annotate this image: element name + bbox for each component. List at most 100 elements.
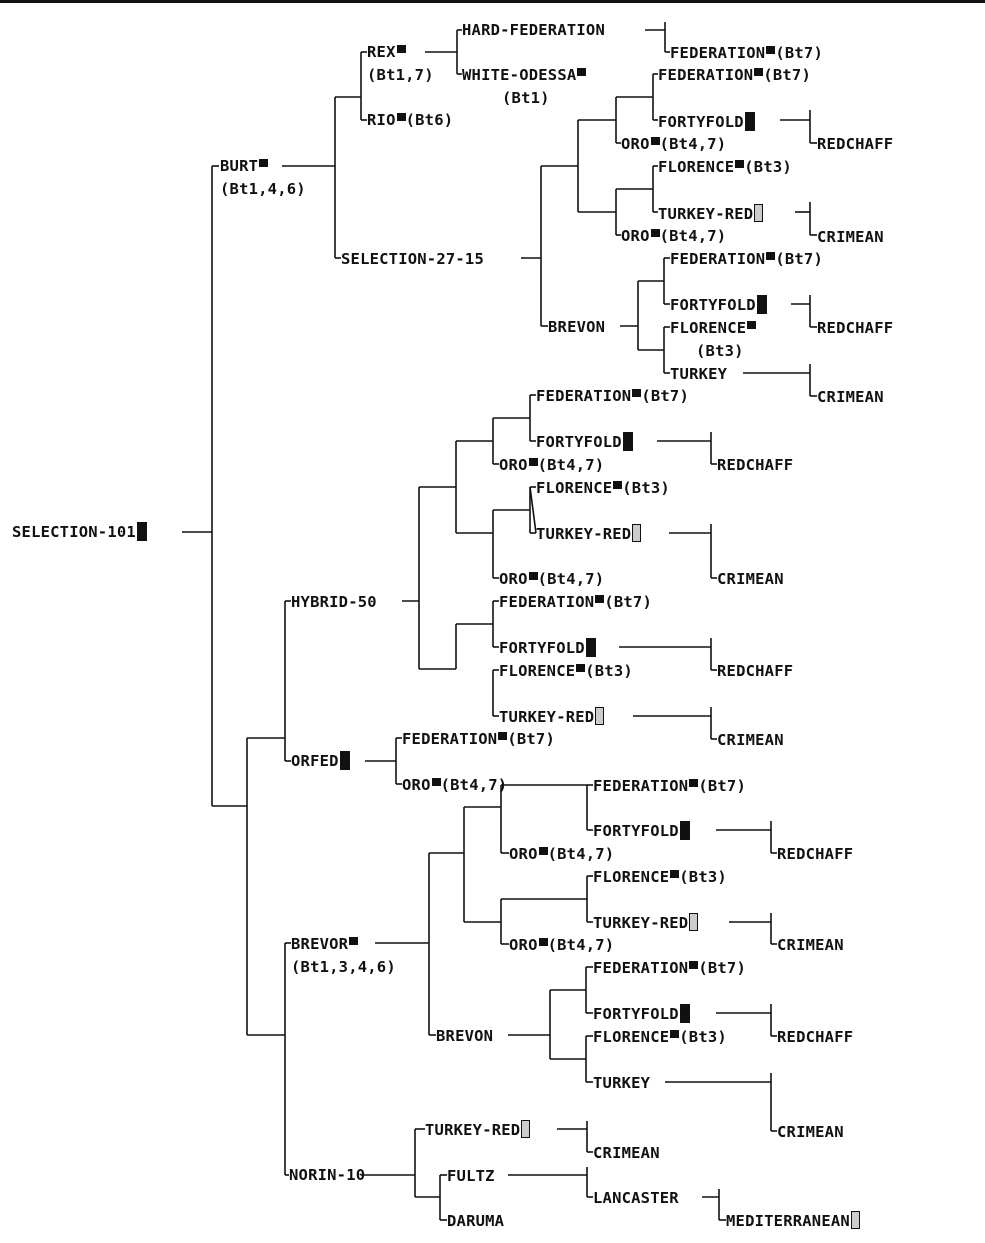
node-oro4[interactable]: ORO(Bt4,7)	[499, 571, 604, 588]
gene-label: (Bt4,7)	[537, 456, 605, 474]
node-redchaff5[interactable]: REDCHAFF	[777, 846, 853, 863]
gene-label: (Bt1)	[502, 89, 550, 107]
node-name: CRIMEAN	[717, 731, 784, 749]
node-redchaff3[interactable]: REDCHAFF	[717, 457, 793, 474]
node-orfed[interactable]: ORFED	[291, 750, 350, 770]
node-turkey1[interactable]: TURKEY	[670, 366, 727, 383]
node-name: FEDERATION	[670, 250, 766, 268]
node-tr5[interactable]: TURKEY-RED	[425, 1120, 531, 1139]
node-rio[interactable]: RIO(Bt6)	[367, 112, 453, 129]
node-fed8[interactable]: FEDERATION(Bt7)	[593, 960, 746, 977]
node-root[interactable]: SELECTION-101	[12, 521, 147, 541]
node-tr2[interactable]: TURKEY-RED	[536, 524, 642, 543]
resistance-square-icon	[613, 481, 623, 489]
node-fed3[interactable]: FEDERATION (Bt7)	[670, 251, 823, 268]
node-fed4[interactable]: FEDERATION(Bt7)	[536, 388, 689, 405]
node-crim4[interactable]: CRIMEAN	[717, 732, 784, 749]
resistance-square-icon	[689, 961, 699, 969]
node-forty5[interactable]: FORTYFOLD	[593, 820, 690, 840]
node-fultz[interactable]: FULTZ	[447, 1168, 495, 1185]
black-bar-marker-icon	[585, 637, 596, 657]
resistance-square-icon	[538, 938, 548, 946]
node-redchaff1[interactable]: REDCHAFF	[817, 136, 893, 153]
node-crim7[interactable]: CRIMEAN	[593, 1145, 660, 1162]
node-hybrid50[interactable]: HYBRID-50	[291, 594, 377, 611]
gene-label: (Bt3)	[622, 479, 670, 497]
black-bar-marker-icon	[339, 750, 350, 770]
gene-label: (Bt4,7)	[440, 776, 508, 794]
node-fed1[interactable]: FEDERATION(Bt7)	[670, 45, 823, 62]
node-crim6[interactable]: CRIMEAN	[777, 1124, 844, 1141]
node-flor3[interactable]: FLORENCE(Bt3)	[536, 480, 670, 497]
node-crim2[interactable]: CRIMEAN	[817, 389, 884, 406]
node-crim5[interactable]: CRIMEAN	[777, 937, 844, 954]
node-name: HARD-FEDERATION	[462, 21, 605, 39]
node-name: CRIMEAN	[593, 1144, 660, 1162]
node-name: MEDITERRANEAN	[726, 1212, 850, 1230]
node-name: FULTZ	[447, 1167, 495, 1185]
node-name: FLORENCE	[593, 868, 670, 886]
node-forty2[interactable]: FORTYFOLD	[670, 294, 767, 314]
node-tr4[interactable]: TURKEY-RED	[593, 913, 699, 932]
node-norin10[interactable]: NORIN-10	[289, 1167, 365, 1184]
node-oro5[interactable]: ORO(Bt4,7)	[402, 777, 507, 794]
node-crim1[interactable]: CRIMEAN	[817, 229, 884, 246]
node-oro1[interactable]: ORO(Bt4,7)	[621, 136, 726, 153]
node-redchaff2[interactable]: REDCHAFF	[817, 320, 893, 337]
node-sel2715[interactable]: SELECTION-27-15	[341, 251, 484, 268]
node-brevon2[interactable]: BREVON	[436, 1028, 493, 1045]
node-name: FEDERATION	[670, 44, 766, 62]
node-flor6[interactable]: FLORENCE(Bt3)	[593, 1029, 727, 1046]
node-mediterranean[interactable]: MEDITERRANEAN	[726, 1211, 860, 1230]
node-name: FORTYFOLD	[658, 113, 744, 131]
node-forty3[interactable]: FORTYFOLD	[536, 431, 633, 451]
node-tr3[interactable]: TURKEY-RED	[499, 707, 605, 726]
node-fed5[interactable]: FEDERATION(Bt7)	[499, 594, 652, 611]
gray-bar-marker-icon	[689, 913, 699, 931]
node-oro6[interactable]: ORO(Bt4,7)	[509, 846, 614, 863]
black-bar-marker-icon	[744, 111, 755, 131]
gene-label: (Bt1,3,4,6)	[291, 958, 396, 976]
node-brevor[interactable]: BREVOR(Bt1,3,4,6)	[291, 936, 396, 976]
node-flor5[interactable]: FLORENCE(Bt3)	[593, 869, 727, 886]
resistance-square-icon	[259, 159, 269, 167]
node-fed6[interactable]: FEDERATION(Bt7)	[402, 731, 555, 748]
node-turkey2[interactable]: TURKEY	[593, 1075, 650, 1092]
node-lancaster[interactable]: LANCASTER	[593, 1190, 679, 1207]
resistance-square-icon	[766, 46, 776, 54]
node-forty6[interactable]: FORTYFOLD	[593, 1003, 690, 1023]
node-flor2[interactable]: FLORENCE(Bt3)	[670, 320, 757, 360]
node-flor1[interactable]: FLORENCE(Bt3)	[658, 159, 792, 176]
gene-label: (Bt6)	[405, 111, 454, 129]
node-rex[interactable]: REX(Bt1,7)	[367, 44, 434, 84]
node-fed7[interactable]: FEDERATION(Bt7)	[593, 778, 746, 795]
node-tr1[interactable]: TURKEY-RED	[658, 204, 764, 223]
node-redchaff4[interactable]: REDCHAFF	[717, 663, 793, 680]
node-crim3[interactable]: CRIMEAN	[717, 571, 784, 588]
node-name: SELECTION-101	[12, 523, 136, 541]
resistance-square-icon	[735, 160, 745, 168]
node-burt[interactable]: BURT(Bt1,4,6)	[220, 158, 306, 198]
node-daruma[interactable]: DARUMA	[447, 1213, 504, 1230]
node-name: REDCHAFF	[717, 456, 794, 474]
gene-label: (Bt3)	[679, 1028, 727, 1046]
gene-label: (Bt7)	[775, 250, 823, 268]
node-oro2[interactable]: ORO(Bt4,7)	[621, 228, 726, 245]
node-forty4[interactable]: FORTYFOLD	[499, 637, 596, 657]
node-oro3[interactable]: ORO(Bt4,7)	[499, 457, 604, 474]
node-oro7[interactable]: ORO(Bt4,7)	[509, 937, 614, 954]
node-hard_fed[interactable]: HARD-FEDERATION	[462, 22, 605, 39]
node-brevon1[interactable]: BREVON	[548, 319, 605, 336]
node-name: CRIMEAN	[777, 1123, 844, 1141]
node-name: TURKEY-RED	[658, 205, 754, 223]
resistance-square-icon	[766, 252, 776, 260]
black-bar-marker-icon	[136, 521, 147, 541]
node-flor4[interactable]: FLORENCE(Bt3)	[499, 663, 633, 680]
node-white_odessa[interactable]: WHITE-ODESSA(Bt1)	[462, 67, 587, 107]
node-redchaff6[interactable]: REDCHAFF	[777, 1029, 853, 1046]
top-border	[0, 0, 985, 3]
gene-label: (Bt7)	[604, 593, 652, 611]
node-fed2[interactable]: FEDERATION(Bt7)	[658, 67, 811, 84]
node-forty1[interactable]: FORTYFOLD	[658, 111, 755, 131]
resistance-square-icon	[498, 732, 508, 740]
